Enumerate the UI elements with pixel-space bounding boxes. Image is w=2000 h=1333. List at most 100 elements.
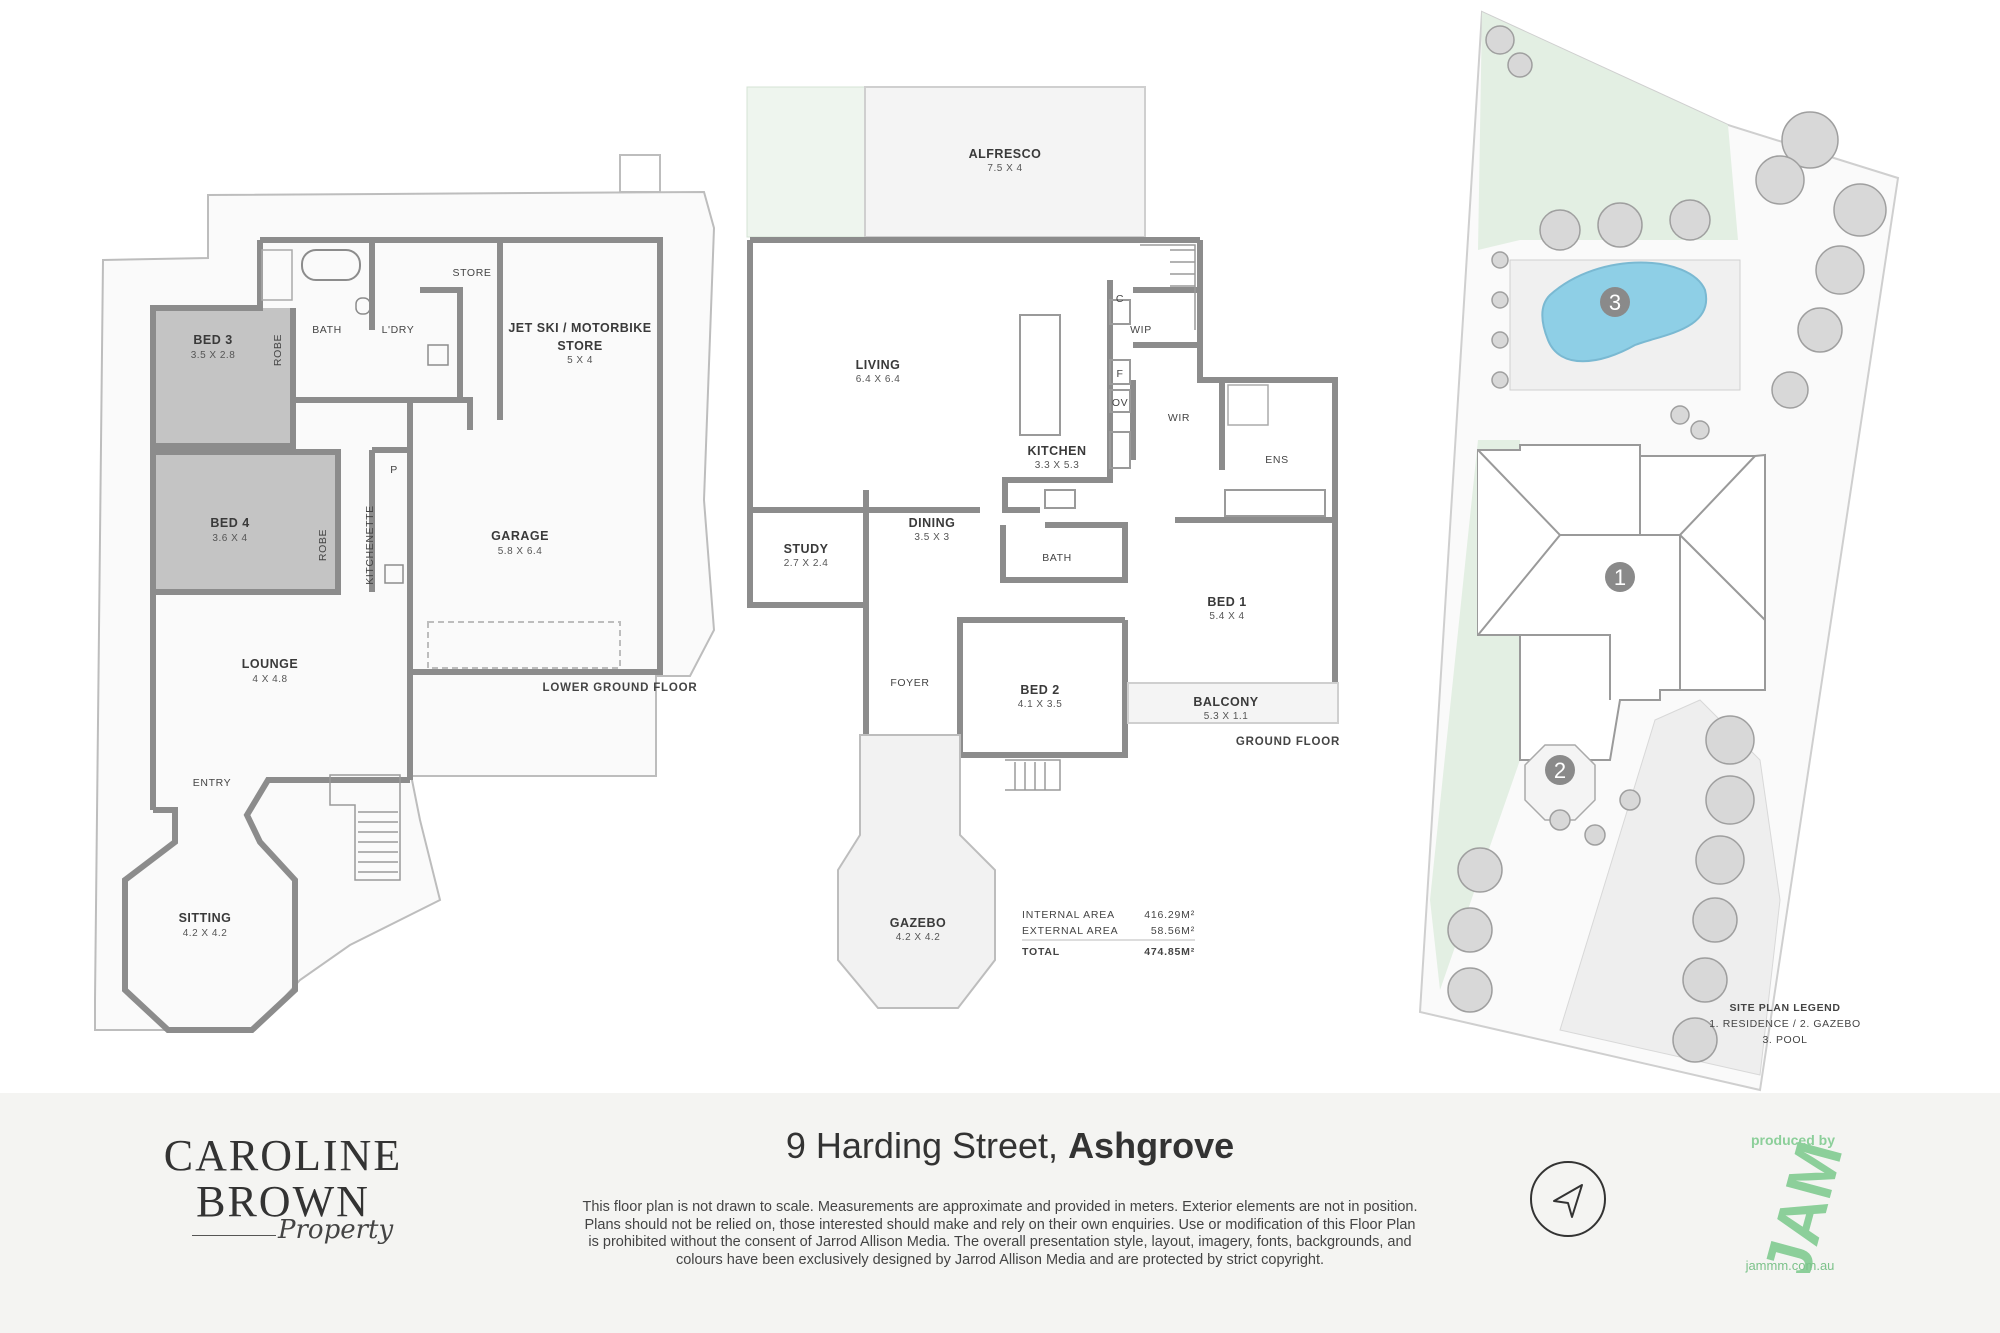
gazebo-deck [837, 734, 996, 1009]
tree-icon [1815, 245, 1865, 295]
ensuite-shower [1227, 384, 1269, 426]
area-value: 58.56M² [1151, 925, 1195, 937]
stair-top-lower [619, 154, 661, 193]
jetski-label-line2: STORE [557, 339, 602, 353]
agency-logo-script: Property [278, 1215, 394, 1245]
bed2-dims: 4.1 X 3.5 [1018, 699, 1063, 710]
lounge-dims: 4 X 4.8 [252, 674, 287, 685]
kitchen-sink [1044, 489, 1076, 509]
kitchen-dims: 3.3 X 5.3 [1035, 460, 1080, 471]
site-marker-pool [1600, 287, 1630, 317]
bed3-label: BED 3 [193, 333, 232, 347]
shrub-icon [1491, 371, 1509, 389]
agency-logo-rule [192, 1235, 276, 1236]
garage-door [427, 621, 621, 669]
toilet-lower [355, 297, 371, 315]
site-trees [1447, 25, 1887, 1063]
site-legend-title: SITE PLAN LEGEND [1729, 1002, 1840, 1014]
site-plan: 3 1 2 SITE PLAN LEGEND 1. RESIDENCE / 2.… [1418, 10, 1900, 1092]
ens-label: ENS [1265, 454, 1288, 466]
producer-mark: JAM [1749, 1134, 1857, 1273]
address-suburb: Ashgrove [1068, 1125, 1235, 1166]
robe4-label: ROBE [317, 529, 329, 561]
laundry-sink [427, 344, 449, 366]
shrub-icon [1549, 809, 1571, 831]
tree-icon [1669, 199, 1711, 241]
site-legend-line1: 1. RESIDENCE / 2. GAZEBO [1709, 1018, 1861, 1030]
gazebo-label: GAZEBO [890, 916, 946, 930]
jetski-dims: 5 X 4 [567, 355, 593, 366]
kitchenette-label: KITCHENETTE [364, 505, 376, 585]
study-dims: 2.7 X 2.4 [784, 558, 829, 569]
shower [261, 249, 293, 301]
shrub-icon [1670, 405, 1690, 425]
tree-icon [1682, 957, 1728, 1003]
ground-floor-plan: ALFRESCO 7.5 X 4 LIVING 6.4 X 6.4 KITCHE… [746, 86, 1340, 1009]
tree-icon [1705, 775, 1755, 825]
robe3-label: ROBE [272, 334, 284, 366]
tree-icon [1457, 847, 1503, 893]
shrub-icon [1491, 331, 1509, 349]
tree-icon [1705, 715, 1755, 765]
pantry-c [1109, 299, 1131, 325]
site-marker-residence-number: 1 [1614, 565, 1626, 590]
bed1-label: BED 1 [1207, 595, 1246, 609]
ground-stairs [1005, 244, 1196, 791]
dining-label: DINING [909, 516, 956, 530]
kitchen-island [1019, 314, 1061, 436]
producer-logo: produced by JAM [1749, 1132, 1857, 1273]
shrub-icon [1491, 251, 1509, 269]
shrub-icon [1491, 291, 1509, 309]
shrub-icon [1584, 824, 1606, 846]
producer-top-text: produced by [1751, 1132, 1835, 1148]
shrub-icon [1690, 420, 1710, 440]
address-street: 9 Harding Street, [785, 1125, 1059, 1166]
ensuite-vanity [1224, 489, 1326, 517]
agency-logo-line1: CAROLINE [163, 1131, 403, 1180]
site-marker-gazebo-number: 2 [1554, 758, 1566, 783]
site-marker-gazebo [1545, 755, 1575, 785]
bed3-dims: 3.5 X 2.8 [191, 350, 236, 361]
property-address: 9 Harding Street, Ashgrove [700, 1125, 1320, 1167]
tree-icon [1447, 907, 1493, 953]
jetski-label-line1: JET SKI / MOTORBIKE [508, 321, 651, 335]
area-total-value: 474.85M² [1144, 946, 1195, 958]
sitting-label: SITTING [179, 911, 232, 925]
ground-floor-label: GROUND FLOOR [1236, 736, 1340, 748]
cooktop [1109, 431, 1131, 469]
pantry-label: P [390, 464, 398, 476]
ground-bath-label: BATH [1042, 552, 1072, 564]
area-label: INTERNAL AREA [1022, 909, 1115, 921]
footer: CAROLINE BROWN Property 9 Harding Street… [0, 1093, 2000, 1333]
bed3-floor [153, 308, 293, 446]
lounge-label: LOUNGE [242, 657, 298, 671]
alfresco-lawn [746, 86, 866, 238]
tree-icon [1485, 25, 1515, 55]
bathtub [301, 249, 361, 281]
compass-icon [1530, 1161, 1606, 1237]
living-label: LIVING [856, 358, 901, 372]
lower-ground-floor-label: LOWER GROUND FLOOR [543, 682, 698, 694]
site-legend-line2: 3. POOL [1762, 1034, 1807, 1046]
f-label: F [1116, 368, 1123, 380]
c-label: C [1116, 293, 1124, 305]
alfresco-dims: 7.5 X 4 [987, 163, 1022, 174]
oven [1109, 389, 1131, 413]
disclaimer-text: This floor plan is not drawn to scale. M… [582, 1199, 1418, 1268]
tree-icon [1833, 183, 1887, 237]
lower-ground-floor-plan: BED 3 3.5 X 2.8 BED 4 3.6 X 4 ROBE ROBE … [94, 154, 716, 1033]
bed4-floor [153, 452, 338, 592]
entry-label: ENTRY [193, 777, 231, 789]
sitting-dims: 4.2 X 4.2 [183, 928, 228, 939]
floor-plan-drawing: BED 3 3.5 X 2.8 BED 4 3.6 X 4 ROBE ROBE … [94, 10, 1900, 1092]
tree-icon [1447, 967, 1493, 1013]
living-dims: 6.4 X 6.4 [856, 374, 901, 385]
store-label: STORE [453, 267, 492, 279]
balcony-dims: 5.3 X 1.1 [1204, 711, 1249, 722]
fridge [1109, 359, 1131, 385]
agency-logo-line2: BROWN [196, 1177, 370, 1226]
tree-icon [1507, 52, 1533, 78]
residence-roof [1477, 444, 1766, 761]
gazebo-dims: 4.2 X 4.2 [896, 932, 941, 943]
tree-icon [1597, 202, 1643, 248]
